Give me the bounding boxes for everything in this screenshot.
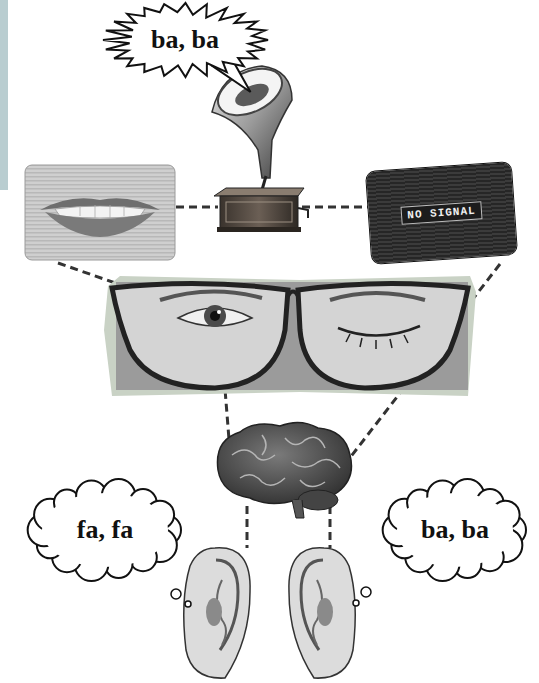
thought-bubble: ba, ba xyxy=(385,481,525,579)
glasses xyxy=(104,276,476,396)
cloud-fill xyxy=(42,493,168,567)
bubble-text: ba, ba xyxy=(421,515,489,545)
bubble-text: NO SIGNAL xyxy=(400,201,481,225)
speech-burst xyxy=(103,3,268,77)
thought-bubble: fa, fa xyxy=(30,481,180,579)
brain xyxy=(217,422,351,518)
mouth-panel xyxy=(25,165,175,260)
ears xyxy=(184,548,356,678)
edge-strip xyxy=(0,0,8,190)
bubble-text: fa, fa xyxy=(77,515,133,545)
speech-bubble: ba, ba xyxy=(103,3,268,77)
gramophone xyxy=(211,60,308,232)
bubble-text: ba, ba xyxy=(151,25,219,55)
no-signal-screen: NO SIGNAL xyxy=(365,162,516,264)
cloud-fill xyxy=(397,493,513,567)
thought-dots xyxy=(171,587,371,607)
